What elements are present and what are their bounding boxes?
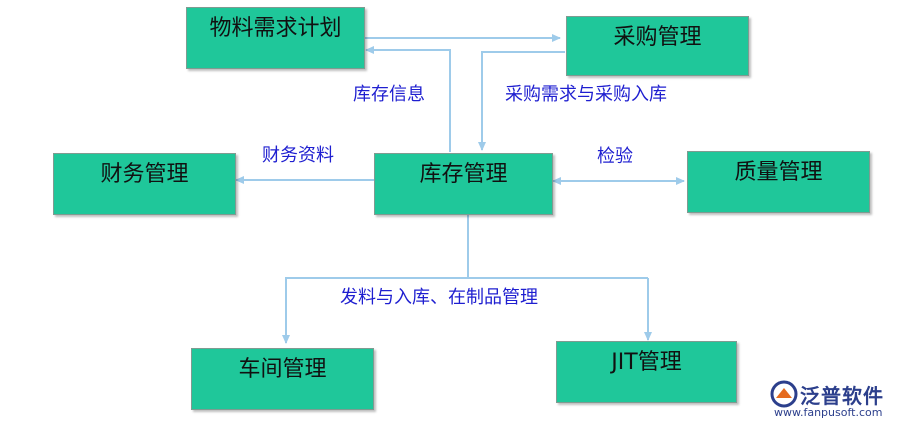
label-purchase-demand-receipt: 采购需求与采购入库 xyxy=(505,84,667,105)
box-label: 库存管理 xyxy=(419,162,508,187)
box-purchasing: 采购管理 xyxy=(566,16,749,76)
box-jit: JIT管理 xyxy=(556,341,737,403)
arrow-inventory-to-planning xyxy=(365,46,451,152)
arrow-purchasing-to-inventory xyxy=(478,51,565,151)
box-label: JIT管理 xyxy=(611,350,682,375)
logo-url: www.fanpusoft.com xyxy=(774,406,883,419)
box-label: 财务管理 xyxy=(100,162,189,187)
arrow-to-workshop xyxy=(282,277,648,344)
box-finance: 财务管理 xyxy=(53,153,236,215)
box-workshop: 车间管理 xyxy=(191,348,374,410)
box-label: 车间管理 xyxy=(238,357,327,382)
box-quality: 质量管理 xyxy=(687,151,870,213)
label-issue-and-receipt: 发料与入库、在制品管理 xyxy=(340,287,538,308)
label-inventory-info: 库存信息 xyxy=(353,84,425,105)
label-financial-data: 财务资料 xyxy=(262,145,334,166)
box-material-planning: 物料需求计划 xyxy=(186,7,365,69)
box-label: 采购管理 xyxy=(613,25,702,50)
logo-name: 泛普软件 xyxy=(800,384,884,408)
label-inspection: 检验 xyxy=(597,146,633,167)
box-label: 质量管理 xyxy=(734,160,823,185)
fanpu-logo-icon xyxy=(770,380,798,408)
brand-logo: 泛普软件 www.fanpusoft.com xyxy=(770,376,898,424)
box-inventory: 库存管理 xyxy=(374,153,553,215)
box-label: 物料需求计划 xyxy=(209,16,342,41)
